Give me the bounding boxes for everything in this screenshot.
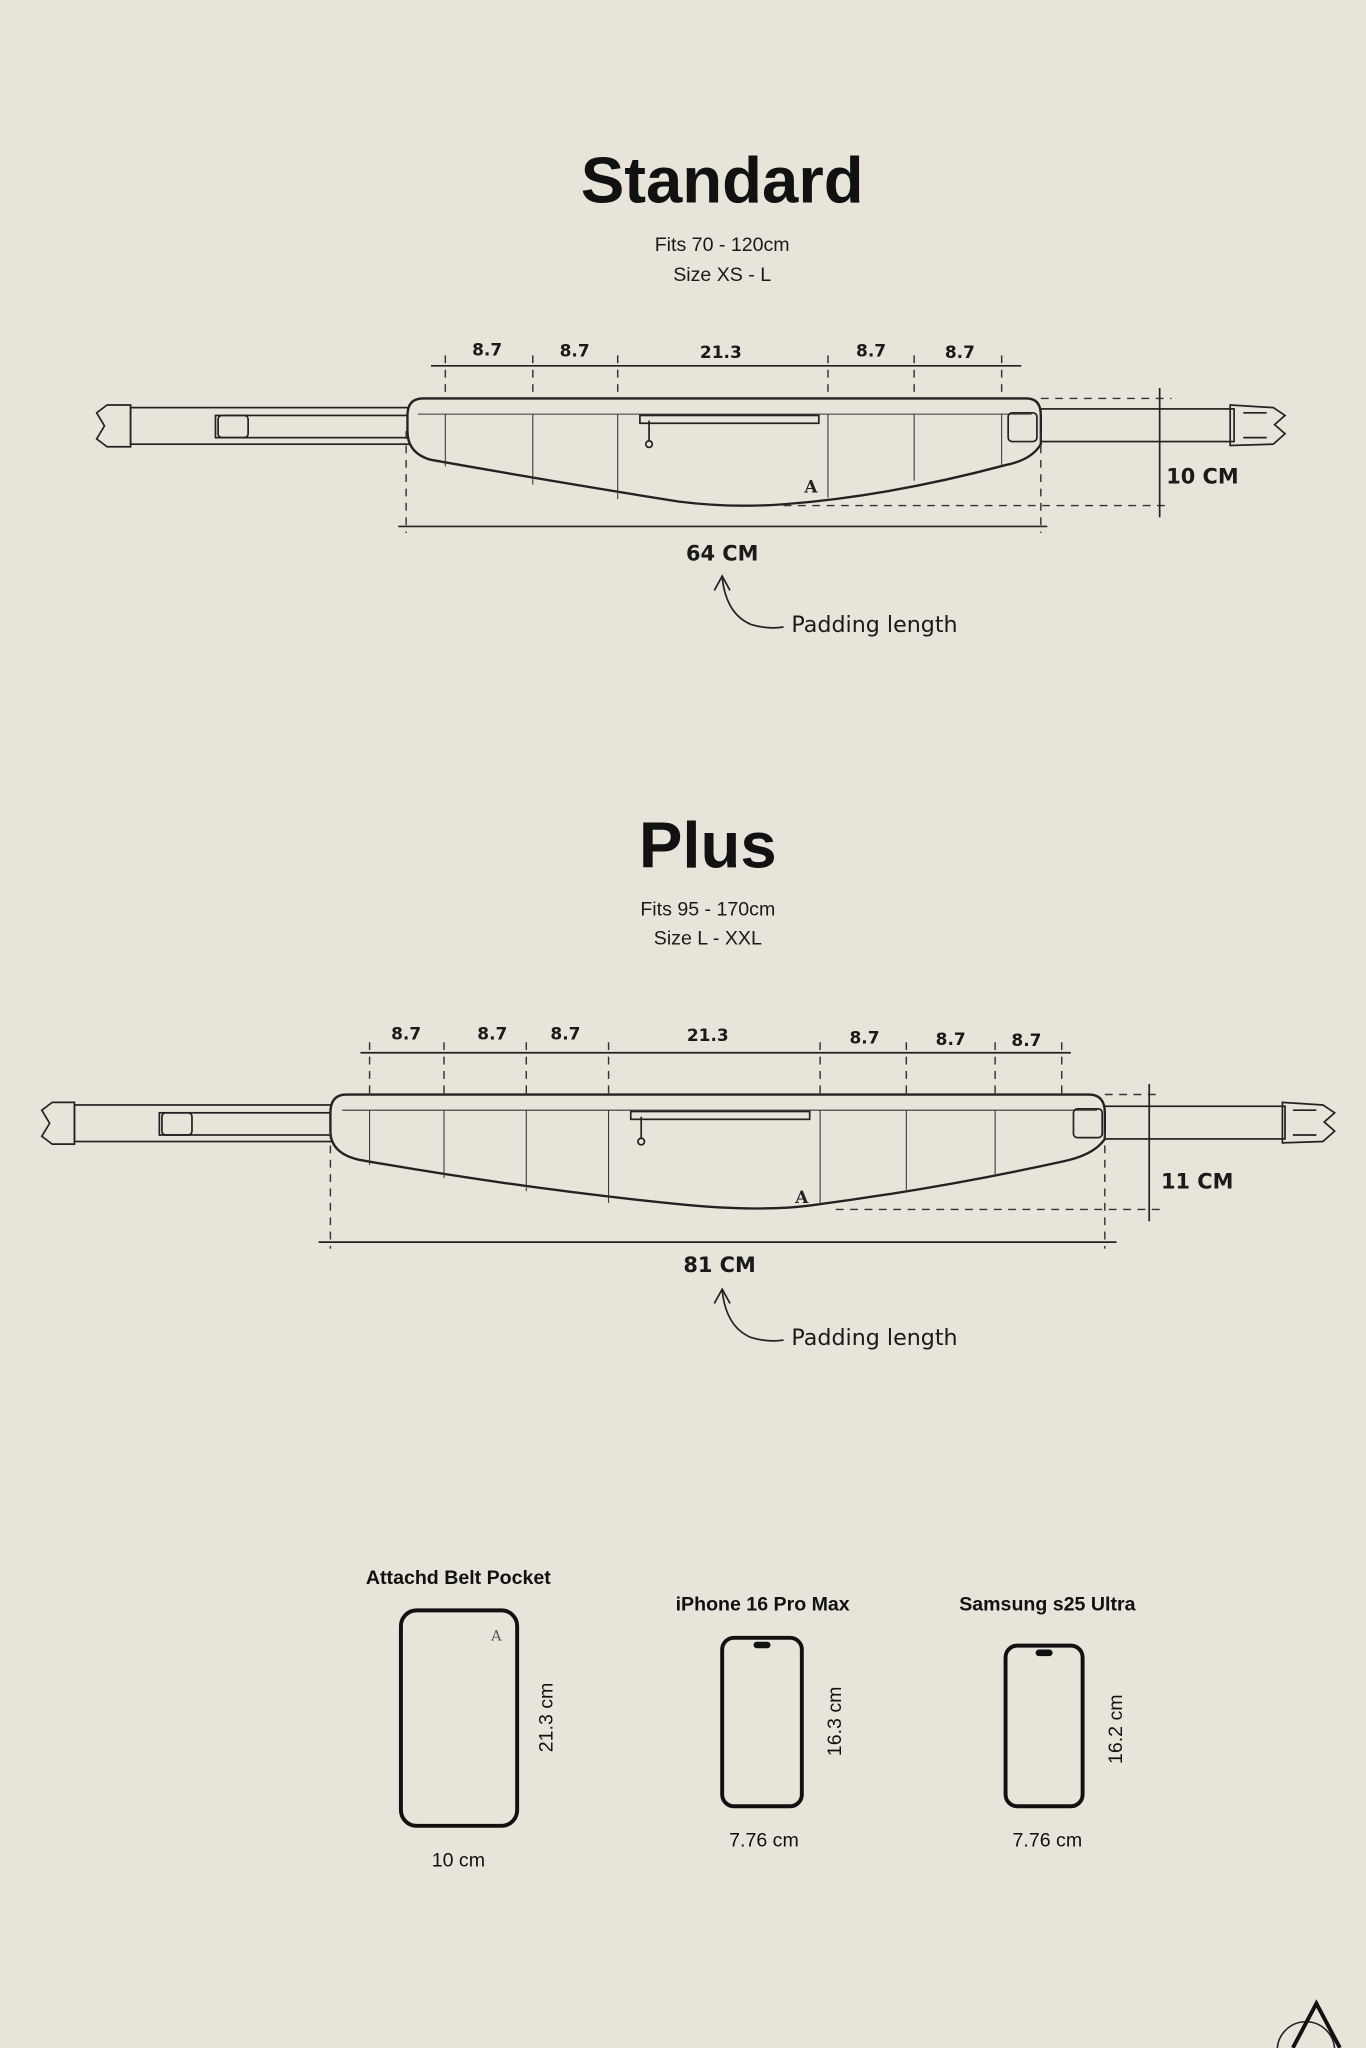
right-buckle-icon bbox=[1281, 1101, 1337, 1144]
right-strap bbox=[1037, 408, 1235, 443]
device-height: 16.2 cm bbox=[1105, 1694, 1127, 1764]
segment-label: 8.7 bbox=[560, 342, 590, 362]
phone-outline bbox=[720, 1635, 804, 1809]
plus-height-label: 11 CM bbox=[1161, 1170, 1233, 1194]
standard-title: Standard bbox=[581, 144, 864, 217]
segment-label: 21.3 bbox=[700, 343, 742, 363]
device-width: 7.76 cm bbox=[729, 1830, 799, 1852]
segment-label: 8.7 bbox=[391, 1025, 421, 1045]
device-width: 7.76 cm bbox=[1013, 1830, 1083, 1852]
plus-fits: Fits 95 - 170cm bbox=[640, 899, 775, 921]
phone-outline bbox=[1003, 1643, 1085, 1809]
left-strap bbox=[129, 406, 411, 446]
segment-label: 8.7 bbox=[945, 343, 975, 363]
device-name: iPhone 16 Pro Max bbox=[676, 1593, 850, 1615]
device-samsung: Samsung s25 Ultra 16.2 cm 7.76 cm bbox=[959, 1593, 1136, 1851]
zipper bbox=[639, 414, 820, 425]
logo-a-icon bbox=[1291, 1999, 1342, 2048]
left-strap bbox=[73, 1104, 358, 1143]
standard-section: Standard Fits 70 - 120cm Size XS - L A bbox=[95, 144, 1287, 638]
segment-label: 8.7 bbox=[472, 340, 502, 360]
padding-note: Padding length bbox=[791, 612, 957, 638]
plus-size: Size L - XXL bbox=[654, 927, 762, 949]
strap-loop bbox=[158, 1111, 357, 1136]
standard-length-label: 64 CM bbox=[686, 541, 758, 565]
logo-mark: A bbox=[794, 1188, 809, 1208]
arrow-icon bbox=[713, 1287, 784, 1342]
device-comparison: Attachd Belt Pocket A 21.3 cm 10 cm iPho… bbox=[366, 1567, 1137, 1871]
segment-label: 8.7 bbox=[550, 1025, 580, 1045]
plus-length-label: 81 CM bbox=[683, 1253, 755, 1277]
segment-label: 8.7 bbox=[477, 1025, 507, 1045]
pocket-outline bbox=[398, 1608, 520, 1828]
standard-belt-drawing: A 8.7 8.7 21.3 8.7 8.7 10 CM 64 CM Paddi… bbox=[95, 340, 1287, 638]
camera-notch-icon bbox=[753, 1641, 771, 1649]
strap-slider bbox=[161, 1111, 193, 1136]
standard-height-label: 10 CM bbox=[1166, 464, 1238, 488]
left-buckle-icon bbox=[40, 1101, 76, 1145]
right-buckle-icon bbox=[1229, 404, 1287, 447]
strap-loop bbox=[214, 414, 410, 439]
arrow-icon bbox=[713, 574, 784, 629]
device-name: Attachd Belt Pocket bbox=[366, 1567, 551, 1589]
logo-mark: A bbox=[803, 477, 818, 497]
brand-logo bbox=[1276, 1999, 1342, 2048]
segment-label: 21.3 bbox=[687, 1026, 729, 1046]
plus-belt-drawing: A 8.7 8.7 8.7 21.3 8.7 8.7 8.7 11 CM 81 … bbox=[40, 1025, 1337, 1351]
device-height: 21.3 cm bbox=[535, 1683, 557, 1753]
standard-fits: Fits 70 - 120cm bbox=[655, 234, 790, 256]
left-buckle-icon bbox=[95, 404, 132, 448]
device-belt-pocket: Attachd Belt Pocket A 21.3 cm 10 cm bbox=[366, 1567, 558, 1871]
right-strap bbox=[1101, 1105, 1286, 1140]
strap-slider bbox=[217, 414, 249, 439]
standard-size: Size XS - L bbox=[673, 264, 771, 286]
plus-section: Plus Fits 95 - 170cm Size L - XXL A bbox=[40, 808, 1337, 1351]
device-iphone: iPhone 16 Pro Max 16.3 cm 7.76 cm bbox=[676, 1593, 850, 1851]
belt-body bbox=[406, 397, 1042, 507]
camera-notch-icon bbox=[1035, 1649, 1053, 1657]
zipper bbox=[629, 1110, 811, 1121]
plus-title: Plus bbox=[639, 808, 777, 881]
belt-body bbox=[329, 1093, 1106, 1210]
device-name: Samsung s25 Ultra bbox=[959, 1593, 1136, 1615]
device-width: 10 cm bbox=[432, 1849, 485, 1871]
strap-clip bbox=[1007, 411, 1038, 443]
logo-mark: A bbox=[490, 1628, 502, 1644]
segment-label: 8.7 bbox=[856, 342, 886, 362]
segment-label: 8.7 bbox=[1011, 1031, 1041, 1051]
segment-label: 8.7 bbox=[849, 1029, 879, 1049]
strap-clip bbox=[1072, 1108, 1104, 1139]
device-height: 16.3 cm bbox=[824, 1687, 846, 1757]
segment-label: 8.7 bbox=[936, 1030, 966, 1050]
padding-note: Padding length bbox=[791, 1325, 957, 1351]
